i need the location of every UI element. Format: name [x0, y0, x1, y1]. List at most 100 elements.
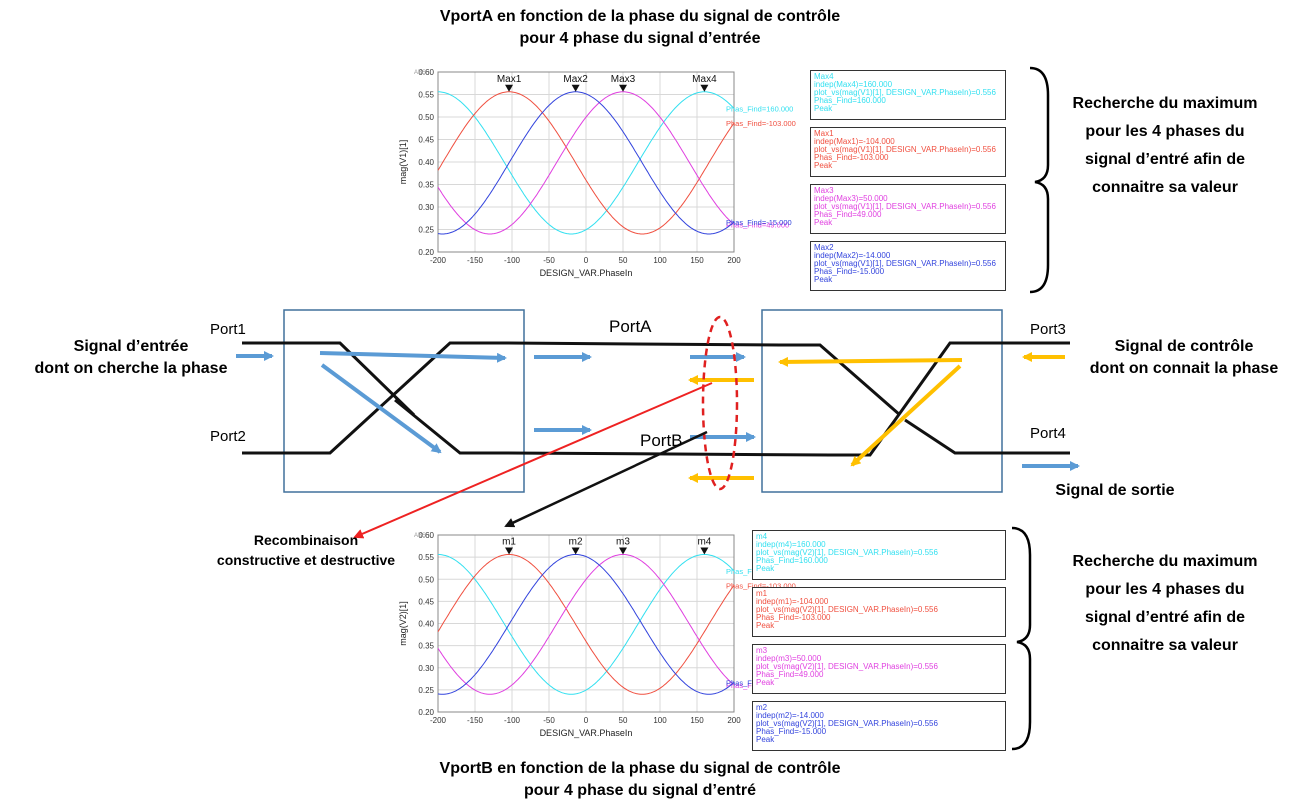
recombination-label: Recombinaison constructive et destructiv… — [196, 530, 416, 570]
marker-readout-line: Max4 — [814, 73, 834, 81]
marker-readout-line: Max3 — [814, 187, 834, 195]
marker-readout-line: indep(Max1)=-104.000 — [814, 138, 895, 146]
recombination-ellipse — [701, 315, 739, 491]
side-text-top-line-1: Recherche du maximum — [1072, 95, 1258, 112]
arrow-right-cross — [850, 364, 962, 467]
marker-readout-line: Phas_Find=-15.000 — [814, 268, 885, 276]
marker-readout-line: Phas_Find=49.000 — [756, 671, 824, 679]
port1-label: Port1 — [210, 321, 246, 338]
marker-readout-line: Phas_Find=49.000 — [814, 211, 882, 219]
black-pointer-arrow — [504, 430, 708, 528]
marker-readout-line: indep(Max4)=160.000 — [814, 81, 893, 89]
input-signal-line-2: dont on cherche la phase — [34, 360, 228, 377]
top-title: VportA en fonction de la phase du signal… — [380, 6, 900, 50]
marker-readout-line: Peak — [814, 276, 833, 284]
port3-label: Port3 — [1030, 321, 1066, 338]
marker-readout-line: Peak — [814, 162, 833, 170]
control-signal-line-2: dont on connait la phase — [1089, 360, 1279, 377]
side-text-bottom-line-4: connaitre sa valeur — [1092, 637, 1238, 654]
line-porta — [504, 341, 781, 347]
line-portb — [504, 451, 831, 457]
marker-readout-line: m2 — [756, 704, 768, 712]
line-port2 — [242, 341, 505, 455]
side-text-bottom: Recherche du maximum pour les 4 phases d… — [1030, 548, 1300, 660]
marker-readout-line: Max1 — [814, 130, 834, 138]
top-title-line-2: pour 4 phase du signal d’entrée — [519, 30, 761, 47]
marker-readout-line: plot_vs(mag(V1)[1], DESIGN_VAR.PhaseIn)=… — [814, 260, 996, 268]
marker-readout-line: Peak — [814, 219, 833, 227]
marker-readout-line: Max2 — [814, 244, 834, 252]
side-text-top-line-3: signal d’entré afin de — [1084, 151, 1246, 168]
top-title-line-1: VportA en fonction de la phase du signal… — [439, 8, 841, 25]
arrow-left-through — [319, 351, 507, 363]
recombination-line-1: Recombinaison — [253, 532, 359, 548]
control-signal-label: Signal de contrôle dont on connait la ph… — [1065, 336, 1303, 380]
output-signal-label: Signal de sortie — [1055, 482, 1175, 499]
porta-label: PortA — [609, 317, 652, 336]
marker-readout-line: Phas_Find=-103.000 — [814, 154, 889, 162]
side-text-top-line-2: pour les 4 phases du — [1085, 123, 1245, 140]
marker-readout-line: Peak — [756, 565, 775, 573]
line-port4 — [904, 418, 1070, 455]
marker-readout-line: Phas_Find=160.000 — [756, 557, 828, 565]
marker-readout-line: indep(m3)=50.000 — [756, 655, 822, 663]
marker-readout-line: Phas_Find=-15.000 — [756, 728, 827, 736]
arrow-right-through — [778, 356, 963, 367]
side-text-bottom-line-1: Recherche du maximum — [1072, 553, 1258, 570]
marker-readout-line: Peak — [756, 736, 775, 744]
marker-readout-line: Phas_Find=-103.000 — [756, 614, 831, 622]
bottom-title-line-1: VportB en fonction de la phase du signal… — [439, 760, 841, 777]
port2-label: Port2 — [210, 428, 246, 445]
coupler-box-right — [761, 309, 1003, 493]
marker-readout-line: plot_vs(mag(V1)[1], DESIGN_VAR.PhaseIn)=… — [814, 146, 996, 154]
marker-readout-line: indep(Max3)=50.000 — [814, 195, 888, 203]
red-pointer-arrow — [353, 382, 713, 539]
marker-readout-line: Peak — [756, 622, 775, 630]
bottom-title-line-2: pour 4 phase du signal d’entré — [523, 782, 757, 799]
arrow-left-cross — [320, 363, 442, 454]
marker-readout-line: plot_vs(mag(V2)[1], DESIGN_VAR.PhaseIn)=… — [756, 663, 938, 671]
marker-readout-line: plot_vs(mag(V1)[1], DESIGN_VAR.PhaseIn)=… — [814, 203, 996, 211]
portb-label: PortB — [640, 431, 683, 450]
marker-readout-line: Peak — [814, 105, 833, 113]
marker-readout-line: plot_vs(mag(V2)[1], DESIGN_VAR.PhaseIn)=… — [756, 720, 938, 728]
marker-readout-line: plot_vs(mag(V1)[1], DESIGN_VAR.PhaseIn)=… — [814, 89, 996, 97]
line-right-cross — [830, 341, 1070, 457]
coupler-box-left — [283, 309, 525, 493]
side-text-top-line-4: connaitre sa valeur — [1092, 179, 1238, 196]
input-signal-line-1: Signal d’entrée — [73, 338, 189, 355]
bottom-title: VportB en fonction de la phase du signal… — [360, 758, 920, 802]
side-text-bottom-line-3: signal d’entré afin de — [1084, 609, 1246, 626]
marker-readout-line: indep(m1)=-104.000 — [756, 598, 829, 606]
marker-readout-line: indep(m2)=-14.000 — [756, 712, 824, 720]
marker-readout-line: m1 — [756, 590, 768, 598]
input-signal-label: Signal d’entrée dont on cherche la phase — [0, 336, 262, 380]
line-port3 — [780, 343, 901, 417]
line-cross-left-b — [394, 398, 505, 455]
marker-readout-line: Peak — [756, 679, 775, 687]
side-text-top: Recherche du maximum pour les 4 phases d… — [1030, 90, 1300, 202]
marker-readout-line: m3 — [756, 647, 768, 655]
marker-readout-line: indep(Max2)=-14.000 — [814, 252, 891, 260]
bracket-bottom — [1011, 526, 1032, 751]
marker-readout-line: plot_vs(mag(V2)[1], DESIGN_VAR.PhaseIn)=… — [756, 606, 938, 614]
marker-readout-line: m4 — [756, 533, 768, 541]
control-signal-line-1: Signal de contrôle — [1114, 338, 1254, 355]
port4-label: Port4 — [1030, 425, 1066, 442]
recombination-line-2: constructive et destructive — [216, 552, 396, 568]
bracket-top — [1029, 66, 1050, 294]
line-port1 — [242, 341, 416, 417]
marker-readout-line: indep(m4)=160.000 — [756, 541, 826, 549]
marker-readout-line: Phas_Find=160.000 — [814, 97, 886, 105]
marker-readout-line: plot_vs(mag(V2)[1], DESIGN_VAR.PhaseIn)=… — [756, 549, 938, 557]
side-text-bottom-line-2: pour les 4 phases du — [1085, 581, 1245, 598]
